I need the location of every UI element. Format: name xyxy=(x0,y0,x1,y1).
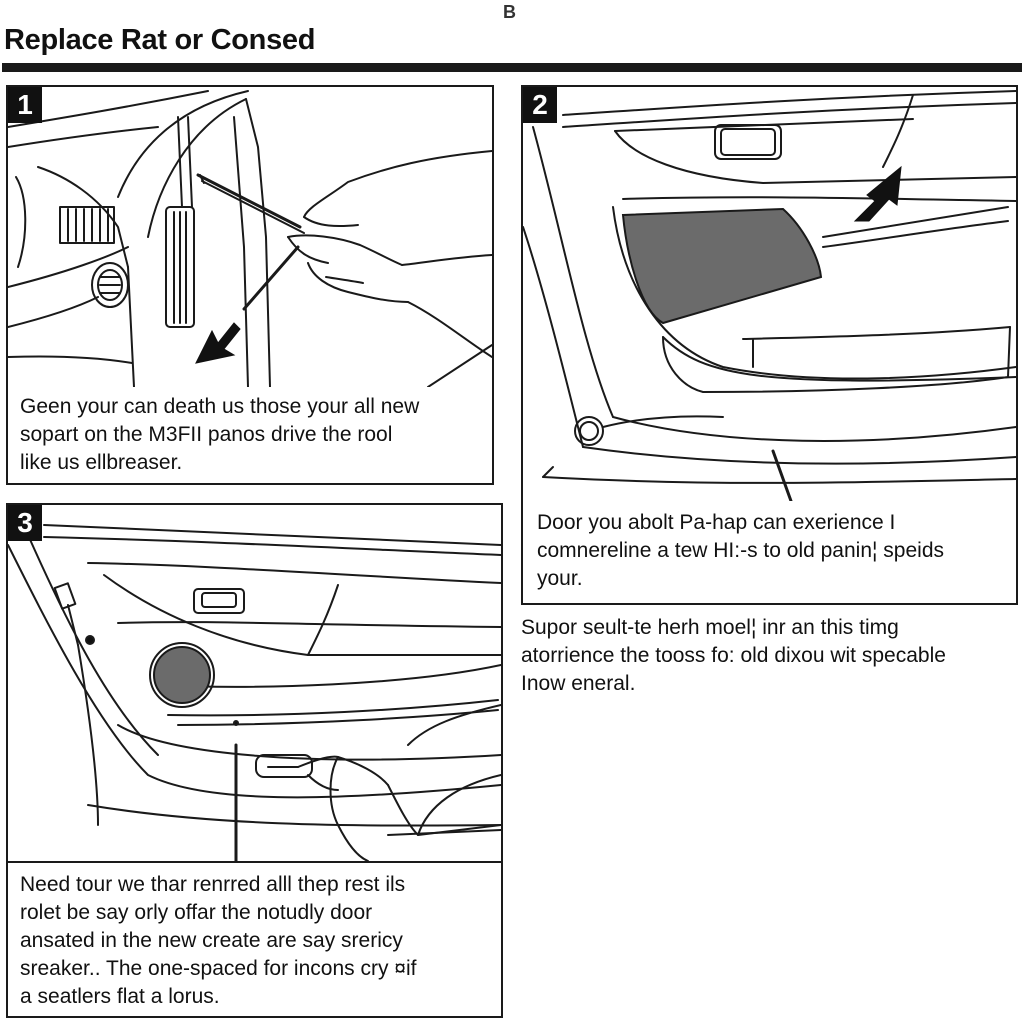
top-mark: B xyxy=(503,2,516,22)
step-2-illustration xyxy=(523,87,1016,501)
step-3-divider xyxy=(8,861,501,863)
step-3-badge: 3 xyxy=(8,505,42,541)
speaker-grille-icon xyxy=(154,647,210,703)
page-title: Replace Rat or Consed xyxy=(4,24,316,56)
step-2-panel: 2 xyxy=(521,85,1018,503)
step-3-caption: Need tour we thar renrred alll thep rest… xyxy=(20,873,417,1008)
step-2-badge: 2 xyxy=(523,87,557,123)
step-1-caption: Geen your can death us those your all ne… xyxy=(20,395,420,474)
pointer-arrow-icon xyxy=(196,323,240,363)
pointer-arrow-icon xyxy=(855,167,901,221)
step-2-caption-text: Door you abolt Pa-hap can exerience I co… xyxy=(537,511,944,590)
title-rule xyxy=(2,63,1022,72)
step-2-caption-box: Door you abolt Pa-hap can exerience I co… xyxy=(521,501,1018,605)
step-3-panel: 3 xyxy=(6,503,503,1018)
side-note: Supor seult-te herh moel¦ inr an this ti… xyxy=(521,616,946,695)
step-1-panel: 1 xyxy=(6,85,494,485)
step-3-illustration xyxy=(8,505,501,861)
step-1-badge: 1 xyxy=(8,87,42,123)
speaker-grille-icon xyxy=(623,209,821,323)
step-1-illustration xyxy=(8,87,492,387)
